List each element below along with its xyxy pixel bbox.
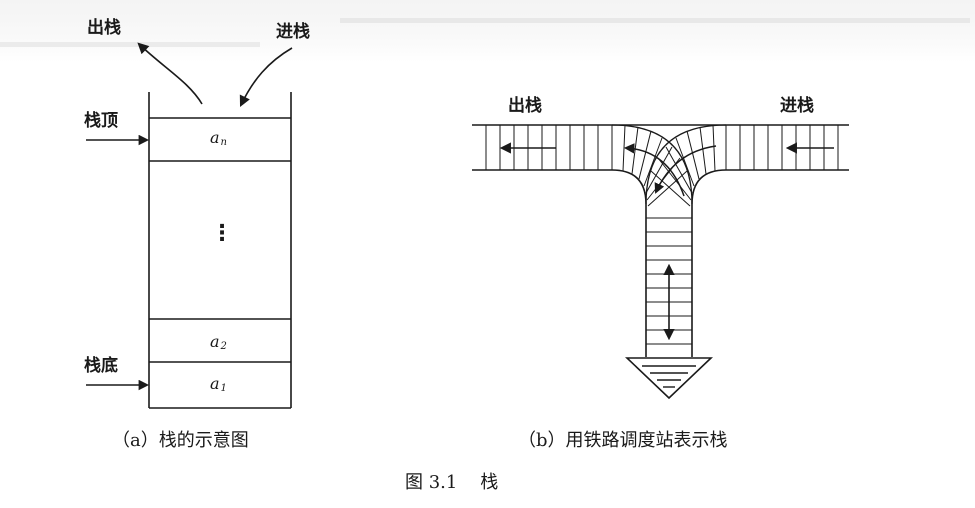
stack-ellipsis: ⋮ bbox=[211, 221, 233, 246]
figure-a-caption: （a）栈的示意图 bbox=[112, 430, 249, 451]
stack-element-a1: a1 bbox=[210, 374, 227, 394]
railway-pop-label: 出栈 bbox=[508, 96, 542, 116]
railway-outline-right bbox=[691, 169, 849, 357]
stack-diagram bbox=[86, 42, 293, 409]
figure-caption: 图 3.1 栈 bbox=[405, 472, 499, 493]
stack-element-a2-subscript: 2 bbox=[220, 341, 227, 352]
stack-element-an-base: a bbox=[210, 128, 220, 147]
stack-pop-label: 出栈 bbox=[87, 18, 121, 38]
railway-buffer-stop bbox=[625, 357, 713, 400]
stack-element-a1-subscript: 1 bbox=[220, 383, 227, 394]
scanned-page-header-strip bbox=[0, 0, 975, 62]
stack-push-label: 进栈 bbox=[276, 22, 310, 42]
push-arrow bbox=[239, 47, 293, 108]
railway-ties-junction bbox=[622, 124, 716, 207]
railway-junction-in-arrow bbox=[654, 145, 717, 194]
railway-curve-right bbox=[645, 124, 727, 205]
railway-junction-out-arrow bbox=[623, 143, 685, 197]
stack-element-a2-base: a bbox=[210, 332, 220, 351]
railway-outline-left bbox=[472, 169, 647, 357]
railway-push-label: 进栈 bbox=[780, 96, 814, 116]
stack-element-an: an bbox=[210, 128, 227, 148]
railway-curve-left bbox=[611, 124, 693, 205]
stack-element-an-subscript: n bbox=[220, 137, 227, 148]
figure-b-caption: （b）用铁路调度站表示栈 bbox=[518, 430, 728, 451]
railway-station-diagram bbox=[472, 124, 849, 400]
railway-ties-horizontal bbox=[485, 125, 839, 170]
stack-top-label: 栈顶 bbox=[84, 111, 118, 131]
stack-bottom-label: 栈底 bbox=[84, 356, 118, 376]
stack-element-a2: a2 bbox=[210, 332, 227, 352]
pop-arrow bbox=[137, 42, 203, 105]
stack-element-a1-base: a bbox=[210, 374, 220, 393]
